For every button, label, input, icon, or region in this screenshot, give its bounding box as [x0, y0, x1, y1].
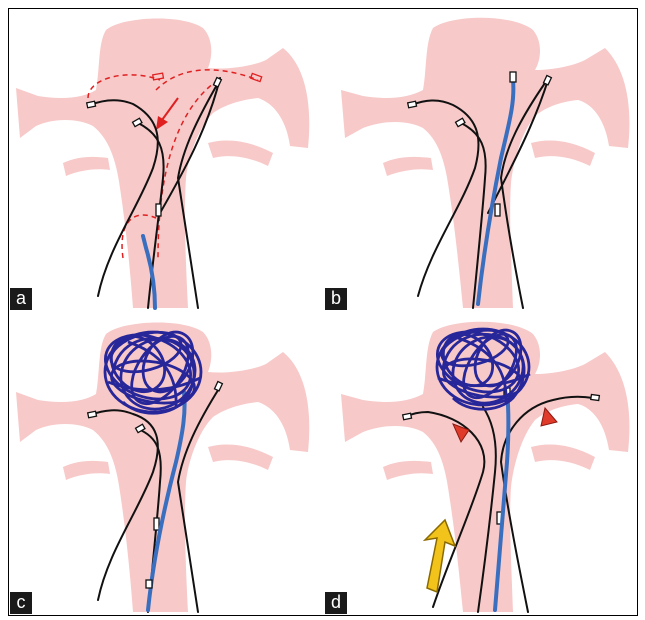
figure-border: [8, 8, 638, 616]
